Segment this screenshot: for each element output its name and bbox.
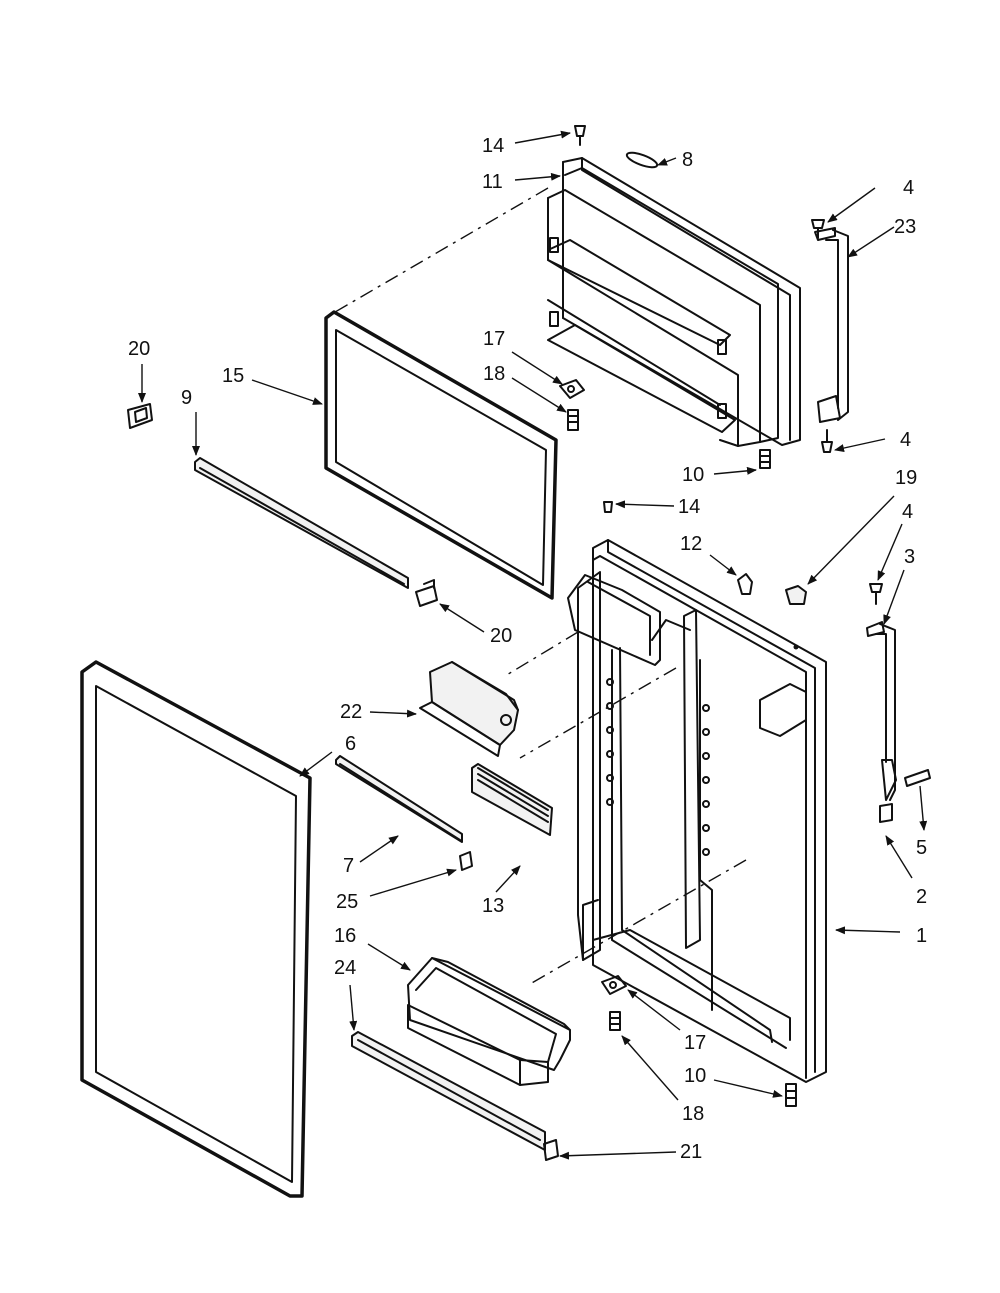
handle-screw [904,769,931,787]
callout-14-mid: 14 [678,496,700,518]
callout-4-mid: 4 [900,429,911,451]
callout-20-left: 20 [128,338,150,360]
refrigerator-door-gasket [80,660,312,1198]
callout-4-top: 4 [903,177,914,199]
screw-refrigerator-bottom [785,1083,797,1107]
callout-19: 19 [895,467,917,489]
callout-23: 23 [894,216,916,238]
callout-13: 13 [482,895,504,917]
door-bin [407,957,571,1086]
trim-end-cap-left [127,403,153,429]
shelf-peg-holes-left [606,678,614,806]
callout-labels: 14 8 11 4 23 17 20 15 18 9 4 10 19 14 4 … [128,135,927,1163]
callout-22: 22 [340,701,362,723]
callout-15: 15 [222,365,244,387]
dairy-compartment-door [419,661,519,757]
hinge-top [559,379,585,431]
callout-4-right: 4 [902,501,913,523]
callout-6: 6 [345,733,356,755]
refrigerator-trim-strip [335,755,463,843]
refrigerator-handle [866,621,897,801]
shelf-peg-holes-right [702,704,710,856]
callout-9: 9 [181,387,192,409]
freezer-door-liner [547,157,801,447]
refrigerator-door-liner [567,539,827,1083]
callout-18-top: 18 [483,363,505,385]
callout-3: 3 [904,546,915,568]
plug-top-freezer [574,125,586,146]
callout-24: 24 [334,957,356,979]
screw-top-handle [811,219,825,239]
hole-plug [785,585,807,605]
callout-16: 16 [334,925,356,947]
leader-lines [138,130,928,1160]
freezer-handle [814,227,849,423]
callout-18-bottom: 18 [682,1103,704,1125]
plug-top-refrigerator [603,501,613,513]
trim-end-cap-21 [543,1139,559,1161]
callout-8: 8 [682,149,693,171]
callout-2: 2 [916,886,927,908]
callout-25: 25 [336,891,358,913]
callout-21: 21 [680,1141,702,1163]
callout-10-bottom: 10 [684,1065,706,1087]
door-stop [737,573,753,595]
screw-bottom-handle [821,429,833,453]
callout-14-top: 14 [482,135,504,157]
callout-5: 5 [916,837,927,859]
handle-end-cap [879,803,893,823]
screw-refrigerator-handle [869,583,883,605]
callout-17-bottom: 17 [684,1032,706,1054]
freezer-trim-strip [194,457,409,589]
shelf-front-trim [471,763,553,836]
callout-7: 7 [343,855,354,877]
callout-20-right: 20 [490,625,512,647]
trim-end-cap-right [415,579,438,607]
callout-11: 11 [482,171,503,193]
callout-1: 1 [916,925,927,947]
trim-end-cap-25 [459,851,473,871]
screw-freezer-bottom [759,449,771,469]
callout-10-top: 10 [682,464,704,486]
door-stop-oval [625,151,659,169]
door-bin-trim-strip [351,1031,546,1151]
freezer-door-gasket [324,310,558,600]
callout-12: 12 [680,533,702,555]
hinge-bottom [601,975,627,1031]
callout-17-top: 17 [483,328,505,350]
